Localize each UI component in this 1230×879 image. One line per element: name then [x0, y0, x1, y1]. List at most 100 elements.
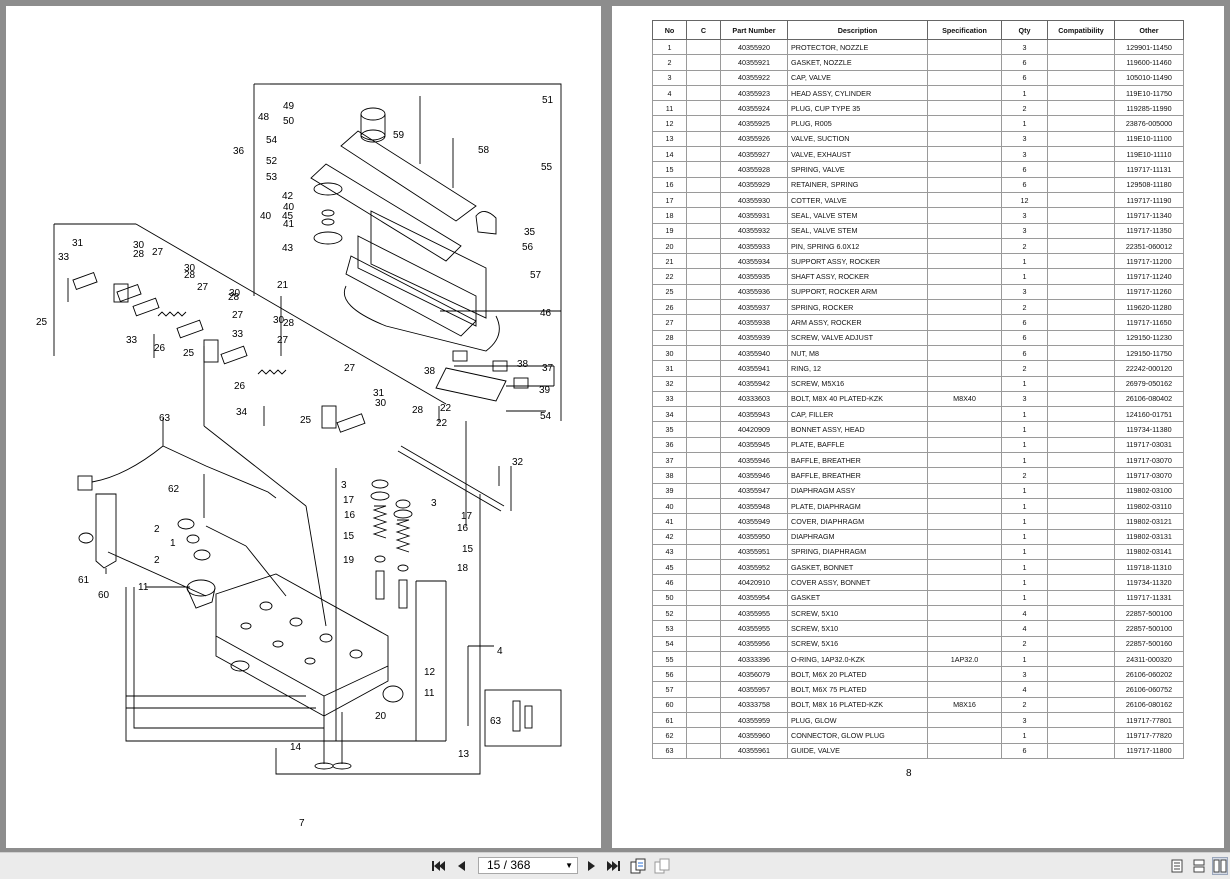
table-cell [927, 207, 1002, 224]
page-number-input[interactable]: 15 / 368 ▼ [478, 857, 578, 874]
callout-label: 1 [170, 538, 176, 549]
table-cell [927, 528, 1002, 545]
prev-page-button[interactable] [454, 857, 468, 875]
table-cell: 119717-77801 [1114, 712, 1184, 729]
table-cell: 63 [652, 742, 687, 759]
table-cell: 40355939 [720, 329, 788, 346]
copy-button[interactable] [630, 857, 646, 875]
table-cell: 40355951 [720, 543, 788, 561]
callout-label: 59 [393, 130, 405, 141]
table-cell: 1 [1001, 727, 1048, 744]
two-page-view-button[interactable] [1212, 857, 1228, 875]
table-cell: 40355949 [720, 513, 788, 530]
table-cell [1047, 54, 1115, 71]
table-cell: 1 [1001, 268, 1048, 285]
table-cell: 26106-080402 [1114, 390, 1184, 408]
table-cell: GASKET, BONNET [787, 559, 928, 576]
table-cell [686, 559, 721, 576]
col-header-specification: Specification [927, 20, 1002, 40]
table-cell: RING, 12 [787, 360, 928, 377]
paste-button[interactable] [654, 857, 670, 875]
single-page-view-button[interactable] [1170, 857, 1184, 875]
callout-label: 58 [478, 145, 490, 156]
table-cell: 45 [652, 559, 687, 576]
table-cell: 57 [652, 681, 687, 698]
table-cell: SPRING, VALVE [787, 161, 928, 178]
table-cell: 12 [1001, 191, 1048, 209]
table-cell [1047, 207, 1115, 224]
table-cell: PIN, SPRING 6.0X12 [787, 237, 928, 255]
table-cell: 40355957 [720, 681, 788, 698]
callout-label: 28 [412, 405, 424, 416]
table-cell [686, 681, 721, 698]
table-cell: 119717-11240 [1114, 268, 1184, 285]
table-cell: DIAPHRAGM ASSY [787, 482, 928, 499]
last-page-button[interactable] [606, 857, 622, 875]
table-cell: 22351-060012 [1114, 237, 1184, 255]
callout-label: 30 [229, 288, 241, 299]
table-cell [1047, 497, 1115, 515]
table-cell: 1 [1001, 650, 1048, 668]
table-cell: M8X16 [927, 696, 1002, 714]
table-cell [927, 69, 1002, 86]
table-cell [1047, 666, 1115, 683]
table-cell [927, 452, 1002, 469]
table-cell [1047, 191, 1115, 209]
table-cell [686, 513, 721, 530]
table-cell [927, 344, 1002, 362]
table-cell [1047, 253, 1115, 270]
table-cell: 1 [1001, 574, 1048, 591]
table-cell: BOLT, M6X 75 PLATED [787, 681, 928, 698]
col-header-other: Other [1114, 20, 1184, 40]
continuous-view-button[interactable] [1192, 857, 1206, 875]
table-cell: 119717-11260 [1114, 283, 1184, 301]
table-cell: HEAD ASSY, CYLINDER [787, 84, 928, 102]
table-cell: 40355959 [720, 712, 788, 729]
table-cell [1047, 559, 1115, 576]
table-cell: 6 [1001, 329, 1048, 346]
table-cell [686, 360, 721, 377]
table-cell: 4 [652, 84, 687, 102]
table-cell: 1 [1001, 497, 1048, 515]
table-cell: 55 [652, 650, 687, 668]
table-cell [686, 742, 721, 759]
table-cell: 40355945 [720, 436, 788, 454]
callout-label: 25 [300, 415, 312, 426]
copy-icon [630, 858, 646, 874]
table-cell: 35 [652, 421, 687, 438]
dropdown-caret-icon[interactable]: ▼ [565, 861, 573, 870]
next-page-button[interactable] [585, 857, 599, 875]
callout-label: 52 [266, 156, 278, 167]
right-page: No C Part Number Description Specificati… [612, 6, 1224, 848]
table-cell: 40355955 [720, 604, 788, 622]
table-cell [927, 543, 1002, 561]
first-page-button[interactable] [430, 857, 446, 875]
callout-label: 19 [343, 555, 355, 566]
table-cell: 119717-11350 [1114, 222, 1184, 239]
table-cell: 22242-000120 [1114, 360, 1184, 377]
table-cell [927, 559, 1002, 576]
table-cell: 40420910 [720, 574, 788, 591]
table-cell [686, 390, 721, 408]
table-header-row: No C Part Number Description Specificati… [652, 20, 1184, 40]
table-cell: PLUG, R005 [787, 115, 928, 132]
callout-label: 40 [283, 202, 295, 213]
table-cell: 1 [1001, 406, 1048, 423]
table-cell: 1 [1001, 375, 1048, 392]
table-cell [927, 191, 1002, 209]
table-cell: COVER ASSY, BONNET [787, 574, 928, 591]
table-cell: 3 [1001, 712, 1048, 729]
col-header-description: Description [787, 20, 928, 40]
table-cell: 3 [1001, 666, 1048, 683]
table-cell: 42 [652, 528, 687, 545]
table-cell: SCREW, 5X16 [787, 635, 928, 652]
table-cell [1047, 452, 1115, 469]
